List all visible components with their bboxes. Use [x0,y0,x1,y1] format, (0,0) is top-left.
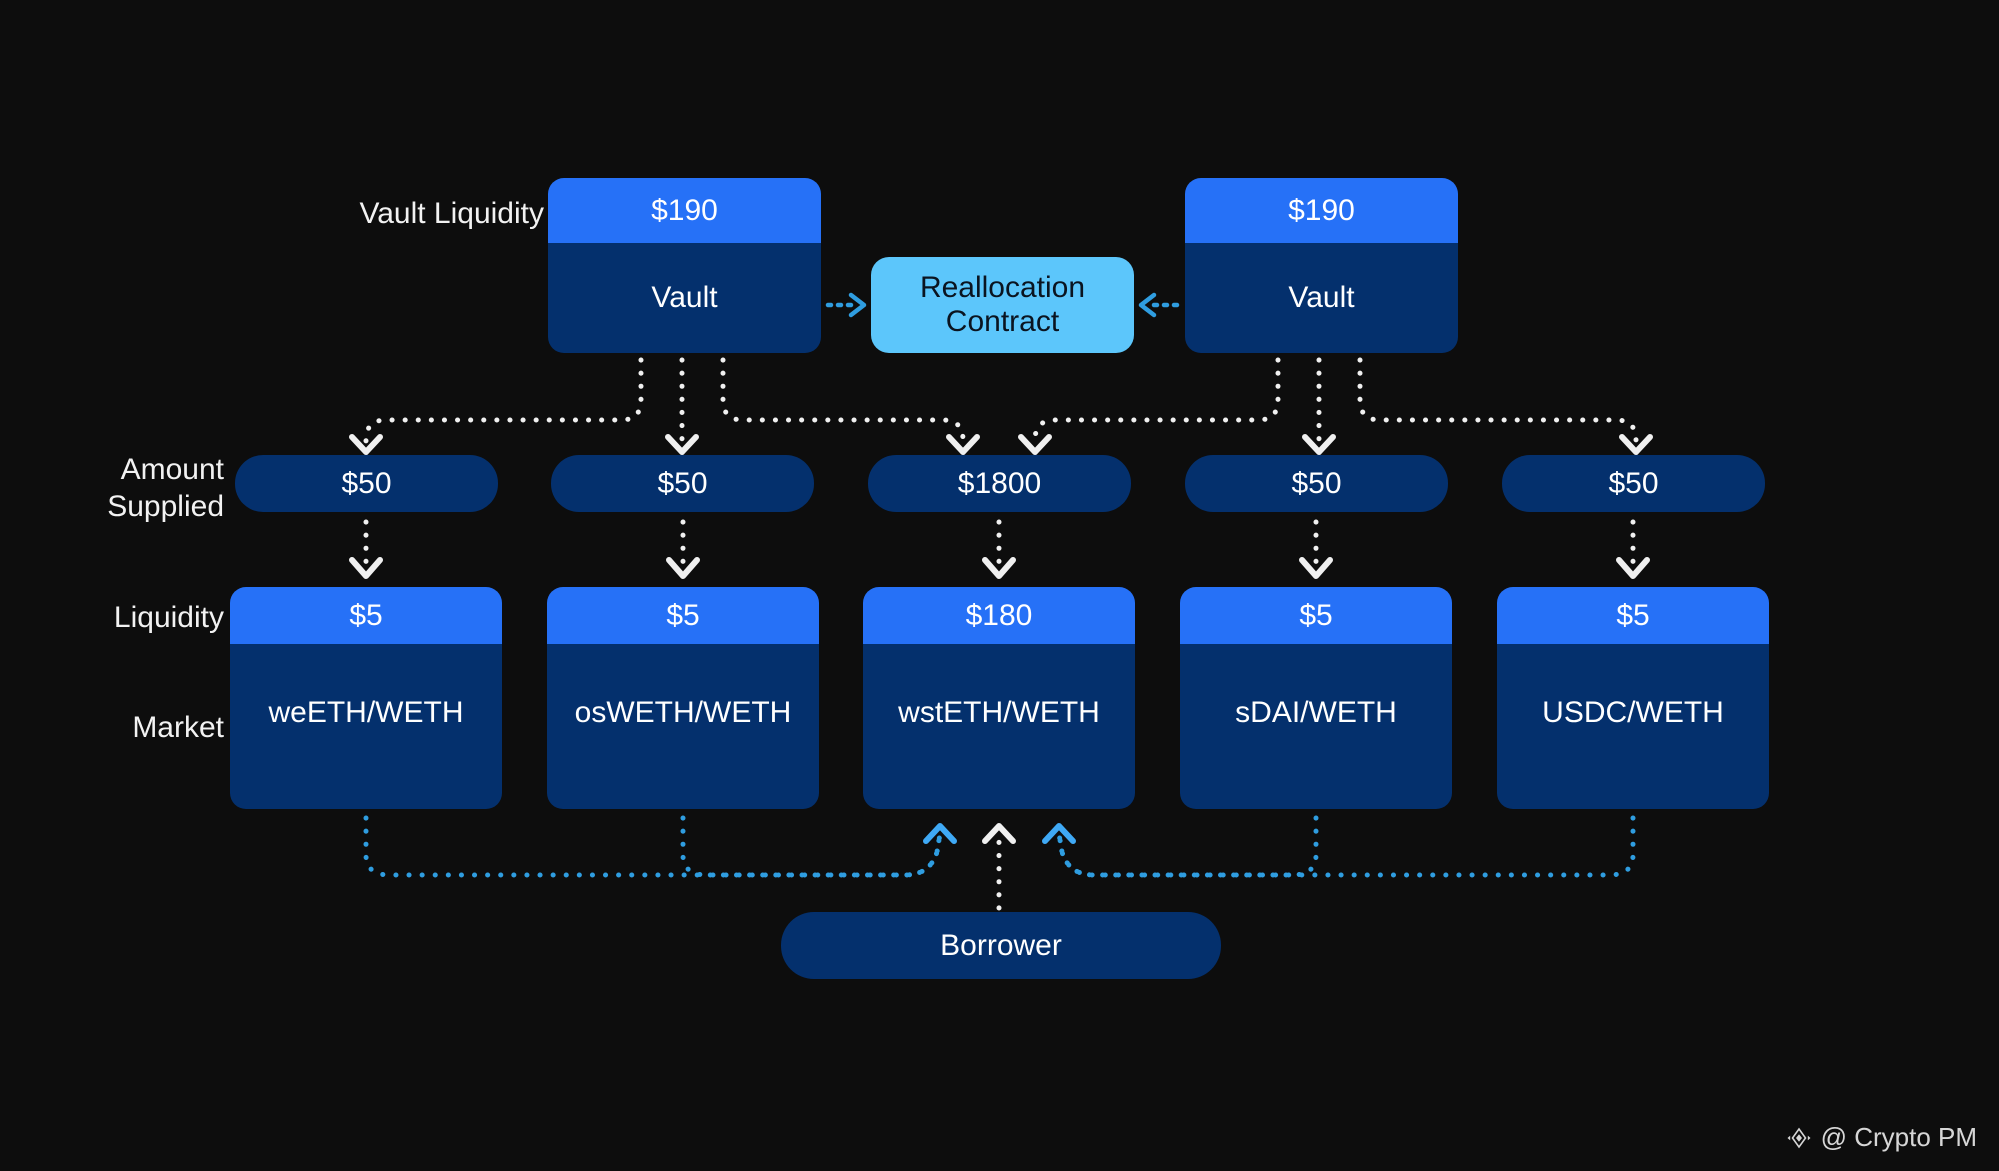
arrow-vault-right-to-reallocation [1138,292,1180,318]
row-label-amount-supplied: Amount Supplied [107,453,224,523]
watermark-text: @ Crypto PM [1820,1122,1977,1152]
market-box[interactable]: $5 sDAI/WETH [1180,587,1452,809]
market-box[interactable]: $5 osWETH/WETH [547,587,819,809]
amount-supplied-pill[interactable]: $1800 [868,455,1131,512]
market-liquidity-value: $5 [547,587,819,644]
market-liquidity-value: $5 [1180,587,1452,644]
arrows-borrower-to-markets [363,815,1636,911]
borrower-box[interactable]: Borrower [781,912,1221,979]
diamond-sparkle-icon [1787,1127,1811,1148]
market-name: weETH/WETH [230,644,502,809]
amount-supplied-pill[interactable]: $50 [551,455,814,512]
row-label-liquidity: Liquidity [113,601,224,634]
row-label-vault-liquidity: Vault Liquidity [359,197,544,230]
market-box[interactable]: $5 USDC/WETH [1497,587,1769,809]
vault-box-right[interactable]: $190 Vault [1185,178,1458,353]
market-name: wstETH/WETH [863,644,1135,809]
market-box[interactable]: $180 wstETH/WETH [863,587,1135,809]
market-liquidity-value: $5 [1497,587,1769,644]
row-label-market: Market [132,711,224,744]
watermark: @ Crypto PM [1786,1122,1977,1153]
reallocation-contract-box[interactable]: Reallocation Contract [871,257,1134,353]
vault-box-left[interactable]: $190 Vault [548,178,821,353]
amount-supplied-pill[interactable]: $50 [1502,455,1765,512]
arrow-vault-left-to-reallocation [825,292,867,318]
arrowheads-vault-right [1018,434,1653,455]
arrows-vault-right-to-markets [1032,357,1639,449]
vault-left-liquidity-value: $190 [548,178,821,243]
market-name: osWETH/WETH [547,644,819,809]
market-name: USDC/WETH [1497,644,1769,809]
market-liquidity-value: $5 [230,587,502,644]
vault-right-name: Vault [1185,243,1458,353]
vault-right-liquidity-value: $190 [1185,178,1458,243]
arrows-vault-left-to-markets [363,357,966,449]
market-box[interactable]: $5 weETH/WETH [230,587,502,809]
market-name: sDAI/WETH [1180,644,1452,809]
arrows-supply-to-market [363,519,1636,571]
arrowheads-borrower-to-markets [923,823,1076,844]
arrowheads-supply-to-market [349,557,1650,579]
market-liquidity-value: $180 [863,587,1135,644]
vault-left-name: Vault [548,243,821,353]
arrowheads-vault-left [349,434,980,455]
amount-supplied-pill[interactable]: $50 [1185,455,1448,512]
amount-supplied-pill[interactable]: $50 [235,455,498,512]
